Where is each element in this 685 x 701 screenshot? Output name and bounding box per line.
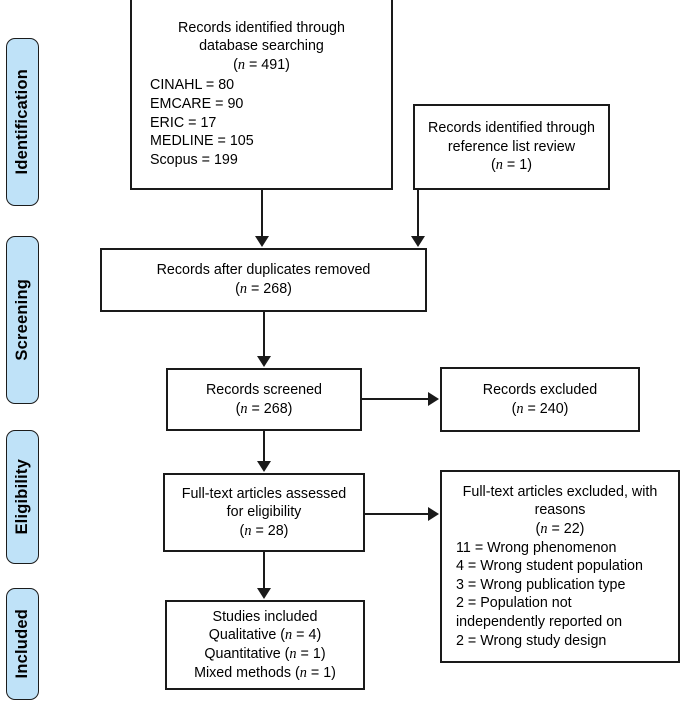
arrowhead-screened-to-fulltext <box>257 461 271 472</box>
reference-search-count-value: = 1) <box>502 157 532 174</box>
exclusion-reason-wrong-phenomenon: 11 = Wrong phenomenon <box>456 539 617 556</box>
duplicates-removed-heading-line-1: Records after duplicates removed <box>156 262 371 279</box>
connector-screened-to-fulltext <box>263 431 266 463</box>
duplicates-removed-heading: Records after duplicates removed (n = 26… <box>106 261 421 298</box>
qualitative-label: Qualitative ( <box>208 627 286 644</box>
fulltext-assessed-heading-line-1: Full-text articles assessed <box>181 485 347 502</box>
reference-search-heading: Records identified through reference lis… <box>419 119 604 175</box>
database-search-heading: Records identified through database sear… <box>136 19 387 75</box>
connector-reference-to-duplicates <box>417 190 420 238</box>
records-excluded-heading-line-1: Records excluded <box>482 381 598 398</box>
node-database-search: Records identified through database sear… <box>130 0 393 190</box>
fulltext-excluded-heading-line-2: reasons <box>534 502 586 519</box>
stage-pill-eligibility: Eligibility <box>6 430 39 564</box>
node-records-screened: Records screened (n = 268) <box>166 368 362 431</box>
fulltext-assessed-heading: Full-text articles assessed for eligibil… <box>169 485 359 541</box>
exclusion-reason-wrong-student-population: 4 = Wrong student population <box>456 558 643 575</box>
node-fulltext-assessed: Full-text articles assessed for eligibil… <box>163 473 365 552</box>
database-search-count: (n = 491) <box>233 56 290 73</box>
fulltext-assessed-heading-line-2: for eligibility <box>226 504 302 521</box>
qualitative-count-value: = 4) <box>292 627 322 644</box>
exclusion-reason-population-not-reported-line-1: 2 = Population not <box>456 595 572 612</box>
duplicates-removed-count: (n = 268) <box>235 281 292 297</box>
database-search-count-n: n <box>237 56 245 73</box>
records-excluded-count-n: n <box>516 400 524 417</box>
stage-label-identification: Identification <box>13 69 32 175</box>
fulltext-assessed-count: (n = 28) <box>239 522 289 539</box>
database-search-heading-line-1: Records identified through <box>178 19 345 36</box>
mixed-methods-count-value: = 1) <box>306 664 336 681</box>
fulltext-excluded-heading: Full-text articles excluded, with reason… <box>446 483 674 539</box>
arrowhead-reference-to-duplicates <box>411 236 425 247</box>
fulltext-excluded-count-n: n <box>540 521 548 538</box>
studies-included-qualitative: Qualitative (n = 4) <box>171 626 359 645</box>
database-source-emcare: EMCARE = 90 <box>150 96 244 112</box>
records-excluded-count: (n = 240) <box>511 400 569 417</box>
fulltext-excluded-count-value: = 22) <box>547 521 585 538</box>
records-screened-count-n: n <box>240 400 248 417</box>
fulltext-excluded-reason-list: 11 = Wrong phenomenon 4 = Wrong student … <box>446 539 643 650</box>
qualitative-count-n: n <box>285 627 293 644</box>
database-search-heading-line-2: database searching <box>199 38 324 55</box>
stage-label-screening: Screening <box>13 279 32 361</box>
fulltext-assessed-count-n: n <box>244 522 252 539</box>
quantitative-label: Quantitative ( <box>204 646 290 662</box>
arrowhead-database-to-duplicates <box>255 236 269 247</box>
records-screened-count: (n = 268) <box>235 400 293 417</box>
reference-search-heading-line-2: reference list review <box>447 138 576 155</box>
database-source-eric: ERIC = 17 <box>150 114 217 131</box>
fulltext-assessed-count-value: = 28) <box>251 522 289 539</box>
database-source-medline: MEDLINE = 105 <box>150 133 254 150</box>
exclusion-reason-wrong-publication-type: 3 = Wrong publication type <box>456 576 626 593</box>
stage-pill-included: Included <box>6 588 39 700</box>
arrowhead-screened-to-excluded <box>428 392 439 406</box>
records-screened-count-value: = 268) <box>247 400 293 417</box>
studies-included-mixed-methods: Mixed methods (n = 1) <box>171 664 359 683</box>
database-search-source-list: CINAHL = 80 EMCARE = 90 ERIC = 17 MEDLIN… <box>136 76 254 169</box>
fulltext-excluded-count: (n = 22) <box>535 521 585 538</box>
records-screened-heading-line-1: Records screened <box>205 381 323 398</box>
database-source-cinahl: CINAHL = 80 <box>150 77 235 94</box>
stage-label-included: Included <box>13 609 32 679</box>
node-reference-search: Records identified through reference lis… <box>413 104 610 190</box>
studies-included-quantitative: Quantitative (n = 1) <box>171 645 359 664</box>
connector-fulltext-to-included <box>263 552 266 590</box>
node-studies-included: Studies included Qualitative (n = 4) Qua… <box>165 600 365 690</box>
database-source-scopus: Scopus = 199 <box>150 151 238 168</box>
records-excluded-heading: Records excluded (n = 240) <box>446 381 634 418</box>
stage-pill-identification: Identification <box>6 38 39 206</box>
fulltext-excluded-heading-line-1: Full-text articles excluded, with <box>462 483 658 500</box>
reference-search-heading-line-1: Records identified through <box>428 120 595 137</box>
quantitative-count-n: n <box>289 646 297 662</box>
arrowhead-fulltext-to-excluded <box>428 507 439 521</box>
arrowhead-fulltext-to-included <box>257 588 271 599</box>
reference-search-count: (n = 1) <box>491 157 532 174</box>
connector-duplicates-to-screened <box>263 312 266 358</box>
duplicates-removed-count-value: = 268) <box>247 281 292 297</box>
node-fulltext-excluded: Full-text articles excluded, with reason… <box>440 470 680 663</box>
studies-included-heading: Studies included <box>212 608 318 625</box>
exclusion-reason-population-not-reported-line-2: independently reported on <box>456 613 623 630</box>
connector-database-to-duplicates <box>261 190 264 238</box>
mixed-methods-count-n: n <box>299 664 307 681</box>
reference-search-count-n: n <box>495 157 503 174</box>
connector-fulltext-to-excluded <box>365 513 430 516</box>
records-screened-heading: Records screened (n = 268) <box>172 381 356 418</box>
stage-label-eligibility: Eligibility <box>13 459 32 535</box>
connector-screened-to-excluded <box>362 398 430 401</box>
database-search-count-value: = 491) <box>245 56 290 73</box>
studies-included-content: Studies included Qualitative (n = 4) Qua… <box>171 608 359 682</box>
exclusion-reason-wrong-study-design: 2 = Wrong study design <box>456 632 607 649</box>
quantitative-count-value: = 1) <box>296 646 326 662</box>
duplicates-removed-count-n: n <box>239 281 247 297</box>
node-duplicates-removed: Records after duplicates removed (n = 26… <box>100 248 427 312</box>
mixed-methods-label: Mixed methods ( <box>194 664 300 681</box>
node-records-excluded: Records excluded (n = 240) <box>440 367 640 432</box>
arrowhead-duplicates-to-screened <box>257 356 271 367</box>
stage-pill-screening: Screening <box>6 236 39 404</box>
records-excluded-count-value: = 240) <box>523 400 569 417</box>
